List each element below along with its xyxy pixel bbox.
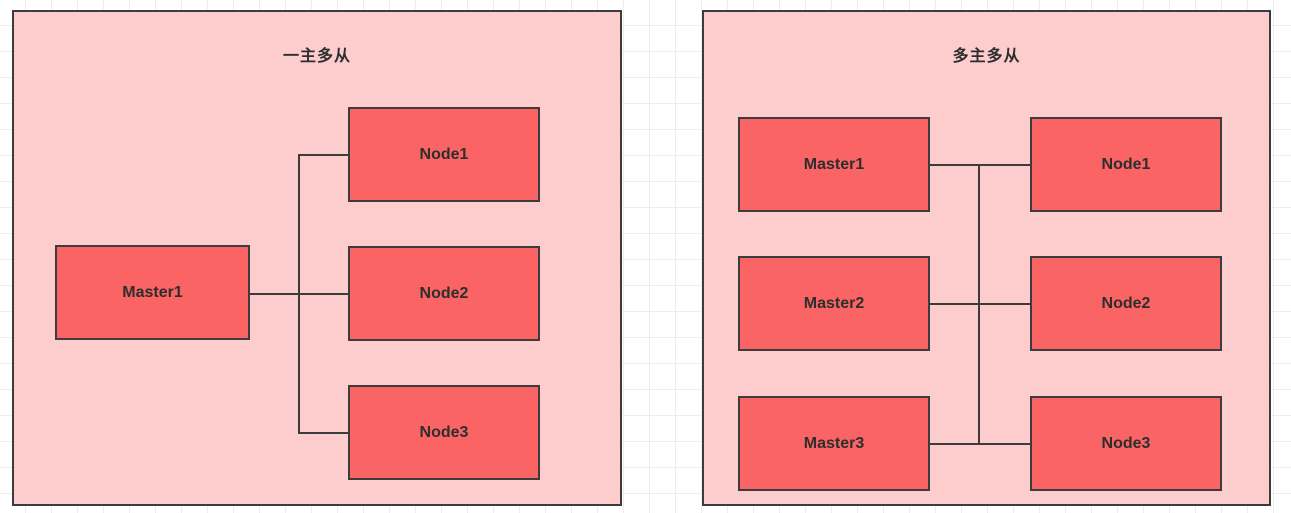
node-box-master1-right[interactable]: Master1: [738, 117, 930, 212]
node-label: Node1: [419, 145, 469, 163]
panel-many-masters-many-slaves: 多主多从 Master1 Master2 Master3 Node1 Node2…: [702, 10, 1271, 506]
connector-master3-node3: [930, 443, 1032, 445]
node-box-node3-right[interactable]: Node3: [1030, 396, 1222, 491]
node-label: Node2: [419, 284, 469, 302]
node-label: Node3: [419, 423, 469, 441]
node-label: Master3: [803, 434, 865, 452]
node-box-node1-right[interactable]: Node1: [1030, 117, 1222, 212]
node-box-master2-right[interactable]: Master2: [738, 256, 930, 351]
connector-trunk-to-node3: [298, 432, 348, 434]
node-label: Master1: [122, 283, 183, 301]
node-label: Node2: [1101, 294, 1151, 312]
connector-master1-node1: [930, 164, 1032, 166]
node-label: Node3: [1101, 434, 1151, 452]
node-box-node3-left[interactable]: Node3: [348, 385, 540, 480]
node-box-node2-left[interactable]: Node2: [348, 246, 540, 341]
panel-title-right: 多主多从: [952, 48, 1021, 65]
connector-master2-node2: [930, 303, 1032, 305]
node-label: Node1: [1101, 155, 1151, 173]
node-box-node1-left[interactable]: Node1: [348, 107, 540, 202]
node-box-master1-left[interactable]: Master1: [55, 245, 250, 340]
node-box-master3-right[interactable]: Master3: [738, 396, 930, 491]
panel-title-left: 一主多从: [282, 48, 351, 65]
connector-trunk-to-node2: [298, 293, 348, 295]
node-box-node2-right[interactable]: Node2: [1030, 256, 1222, 351]
connector-master1-to-trunk: [250, 293, 300, 295]
node-label: Master2: [803, 294, 865, 312]
connector-trunk-to-node1: [298, 154, 348, 156]
node-label: Master1: [803, 155, 865, 173]
panel-one-master-many-slaves: 一主多从 Master1 Node1 Node2 Node3: [12, 10, 622, 506]
